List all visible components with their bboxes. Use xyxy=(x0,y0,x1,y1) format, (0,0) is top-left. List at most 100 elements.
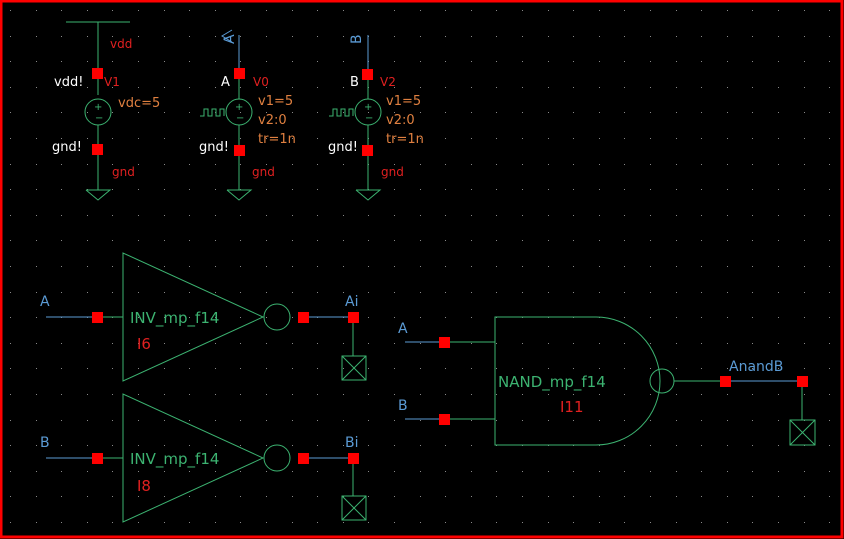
grid-dot xyxy=(471,266,472,267)
grid-dot xyxy=(292,420,293,421)
grid-dot xyxy=(471,240,472,241)
grid-dot xyxy=(61,343,62,344)
instance-name: I6 xyxy=(137,335,151,353)
grid-dot xyxy=(804,215,805,216)
pin[interactable] xyxy=(797,376,808,387)
grid-dot xyxy=(599,240,600,241)
grid-dot xyxy=(240,394,241,395)
grid-dot xyxy=(701,36,702,37)
grid-dot xyxy=(266,445,267,446)
grid-dot xyxy=(573,138,574,139)
grid-dot xyxy=(445,87,446,88)
grid-dot xyxy=(752,368,753,369)
grid-dot xyxy=(752,10,753,11)
pin[interactable] xyxy=(298,312,309,323)
pin-label: gnd! xyxy=(328,140,358,155)
grid-dot xyxy=(573,266,574,267)
pin[interactable] xyxy=(348,453,359,464)
grid-dot xyxy=(317,87,318,88)
grid-dot xyxy=(343,522,344,523)
grid-dot xyxy=(215,343,216,344)
grid-dot xyxy=(548,522,549,523)
grid-dot xyxy=(599,10,600,11)
inverter-i6[interactable]: A INV_mp_f14 I6 Ai xyxy=(40,252,367,382)
grid-dot xyxy=(829,189,830,190)
pin[interactable] xyxy=(234,68,245,79)
grid-dot xyxy=(61,292,62,293)
pin[interactable] xyxy=(298,453,309,464)
source-v2[interactable]: B B V2 + − v1=5 v2:0 tr=1n gnd! gnd xyxy=(328,34,424,201)
grid-dot xyxy=(471,112,472,113)
nand-i11[interactable]: A B NAND_mp_f14 I11 AnandB xyxy=(398,316,816,446)
pin[interactable] xyxy=(92,312,103,323)
pulse-waveform-icon xyxy=(200,108,225,117)
grid-dot xyxy=(573,240,574,241)
pin[interactable] xyxy=(234,145,245,156)
grid-dot xyxy=(471,189,472,190)
grid-dot xyxy=(394,61,395,62)
grid-dot xyxy=(599,471,600,472)
grid-dot xyxy=(292,292,293,293)
inverter-i8[interactable]: B INV_mp_f14 I8 Bi xyxy=(40,393,367,523)
net-label: B xyxy=(40,435,50,451)
source-v1[interactable]: vdd vdd! V1 + − vdc=5 gnd! gnd xyxy=(52,21,160,201)
grid-dot xyxy=(87,61,88,62)
grid-dot xyxy=(471,61,472,62)
grid-dot xyxy=(215,138,216,139)
pin[interactable] xyxy=(720,376,731,387)
grid-dot xyxy=(778,240,779,241)
grid-dot xyxy=(676,10,677,11)
pin[interactable] xyxy=(348,312,359,323)
pin[interactable] xyxy=(92,144,103,155)
grid-dot xyxy=(445,138,446,139)
grid-dot xyxy=(548,164,549,165)
pin[interactable] xyxy=(439,414,450,425)
grid-dot xyxy=(599,61,600,62)
grid-dot xyxy=(778,394,779,395)
grid-dot xyxy=(778,420,779,421)
grid-dot xyxy=(368,343,369,344)
grid-dot xyxy=(317,189,318,190)
grid-dot xyxy=(215,471,216,472)
grid-dot xyxy=(215,317,216,318)
grid-dot xyxy=(727,189,728,190)
grid-dot xyxy=(778,368,779,369)
grid-dot xyxy=(624,368,625,369)
source-v0[interactable]: A A V0 + − v1=5 v2:0 tr=1n gnd! gnd xyxy=(199,29,296,201)
grid-dot xyxy=(368,394,369,395)
grid-dot xyxy=(10,292,11,293)
grid-dot xyxy=(138,61,139,62)
grid-dot xyxy=(215,394,216,395)
grid-dot xyxy=(752,164,753,165)
minus-sign: − xyxy=(365,113,373,124)
grid-dot xyxy=(548,138,549,139)
pin[interactable] xyxy=(439,337,450,348)
grid-dot xyxy=(164,445,165,446)
grid-dot xyxy=(701,317,702,318)
net-label: Bi xyxy=(345,435,359,451)
grid-dot xyxy=(445,522,446,523)
grid-dot xyxy=(215,445,216,446)
grid-dot xyxy=(829,87,830,88)
pin[interactable] xyxy=(92,68,103,79)
grid-dot xyxy=(701,343,702,344)
grid-dot xyxy=(164,112,165,113)
grid-dot xyxy=(189,496,190,497)
grid-dot xyxy=(727,317,728,318)
grid-dot xyxy=(420,87,421,88)
grid-dot xyxy=(36,496,37,497)
grid-dot xyxy=(778,61,779,62)
pin[interactable] xyxy=(92,453,103,464)
pin-label: gnd! xyxy=(199,140,229,155)
pin[interactable] xyxy=(362,145,373,156)
grid-dot xyxy=(394,394,395,395)
grid-dot xyxy=(650,343,651,344)
grid-dot xyxy=(138,343,139,344)
grid-dot xyxy=(343,215,344,216)
grid-dot xyxy=(61,138,62,139)
grid-dot xyxy=(240,471,241,472)
grid-dot xyxy=(752,496,753,497)
pin[interactable] xyxy=(362,69,373,80)
grid-dot xyxy=(138,496,139,497)
